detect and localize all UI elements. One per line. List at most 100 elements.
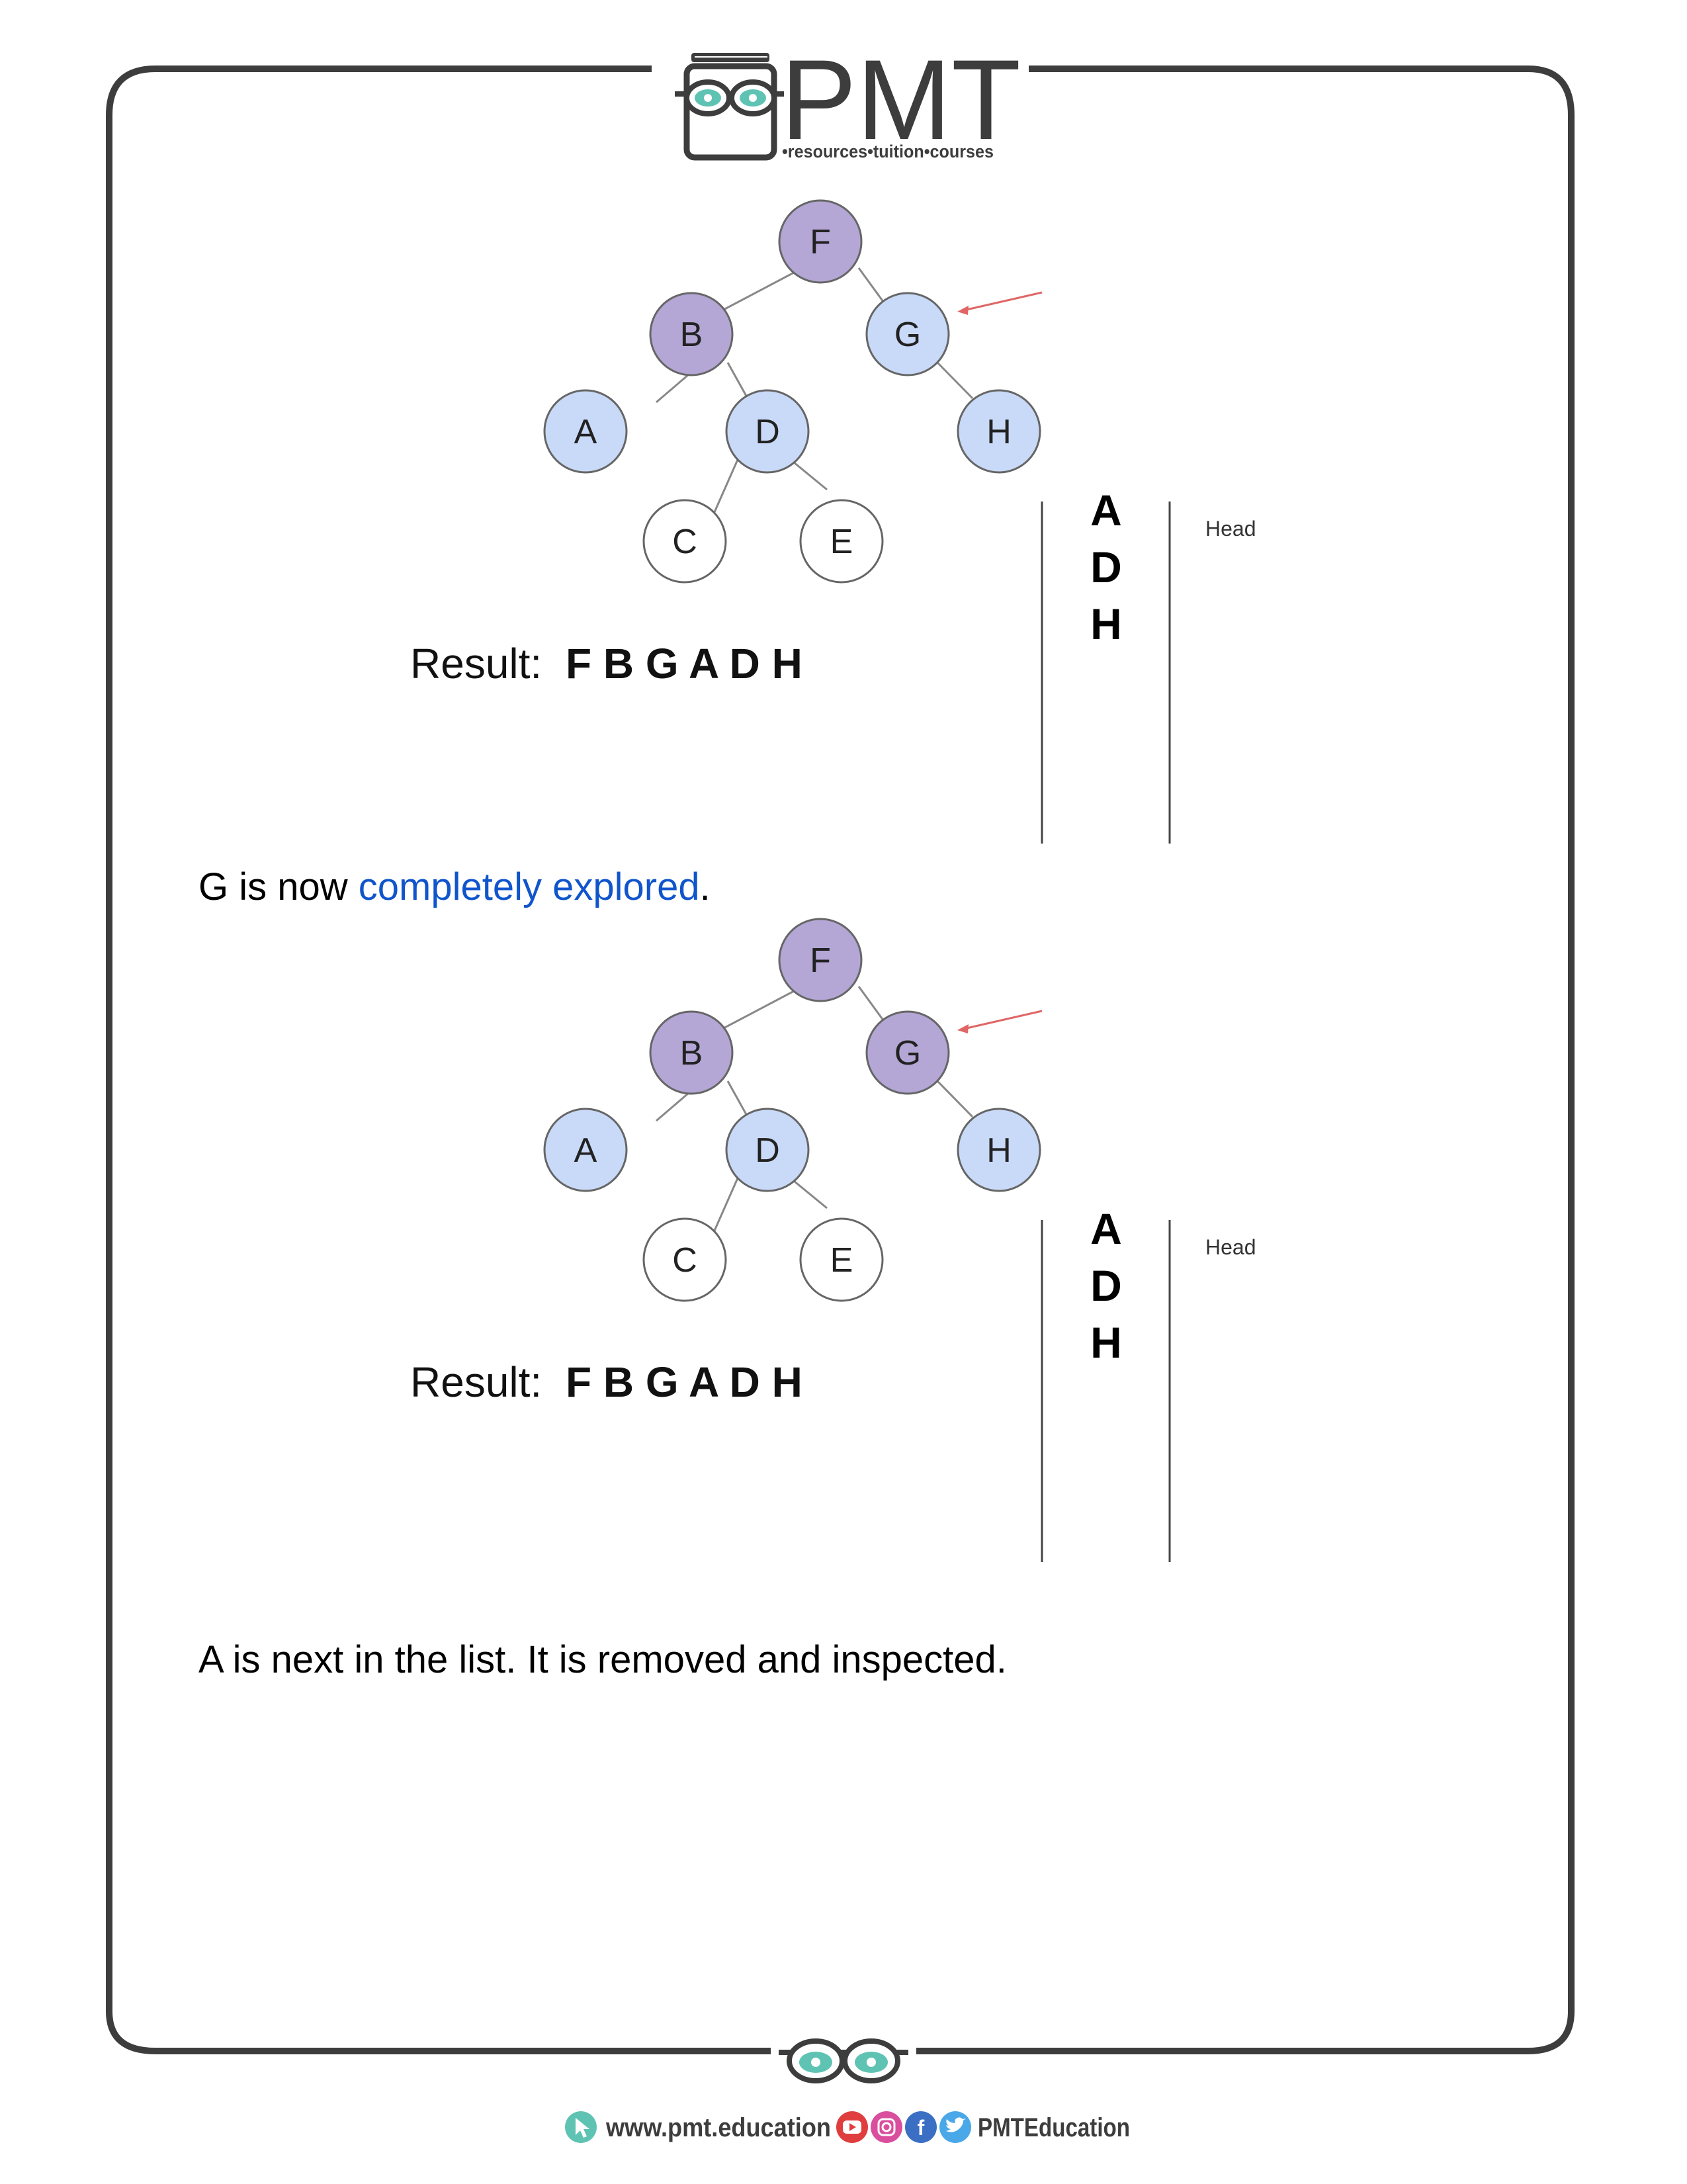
node-g-label: G: [894, 316, 921, 354]
tree-2: F B G A D H C: [410, 918, 1256, 1562]
queue-head-label: Head: [1205, 517, 1256, 541]
node-a-circle: [543, 389, 628, 474]
queue-item: D: [1090, 543, 1122, 591]
edge-g-h: [936, 1080, 974, 1118]
result-value: F B G A D H: [566, 1358, 802, 1406]
node-d-label: D: [755, 1131, 780, 1170]
node-f-circle: [778, 199, 863, 284]
edge-f-g: [857, 986, 887, 1024]
tree-node: E: [799, 1217, 884, 1302]
tree-node: B: [649, 1010, 734, 1095]
node-d-circle: [725, 1108, 810, 1192]
footer: www.pmt.education f: [562, 2107, 1158, 2147]
node-a-circle: [543, 1108, 628, 1192]
node-g-circle: [865, 1010, 950, 1095]
queue-item: H: [1090, 1318, 1122, 1367]
node-d-circle: [725, 389, 810, 474]
node-e-label: E: [830, 1241, 853, 1280]
tree-node: C: [642, 499, 727, 584]
node-c-circle: [642, 499, 727, 584]
social-links: f: [836, 2111, 971, 2143]
tree-node: F: [778, 918, 863, 1002]
node-d-label: D: [755, 413, 780, 451]
tree-node: A: [543, 1108, 628, 1192]
tree-node: H: [957, 1108, 1041, 1192]
bfs-diagram-2: F B G A D H C: [370, 904, 1297, 1579]
footer-glasses-icon: [771, 2038, 916, 2083]
red-pointer-arrow: [957, 1010, 1043, 1033]
edge-b-d: [726, 362, 749, 399]
paragraph-a-next: A is next in the list. It is removed and…: [198, 1638, 1007, 1681]
queue-item: D: [1090, 1261, 1122, 1310]
node-c-label: C: [672, 523, 697, 561]
node-e-circle: [799, 1217, 884, 1302]
brand-name: PMT: [781, 40, 1021, 163]
node-b-label: B: [680, 1034, 703, 1072]
twitter-icon[interactable]: [939, 2111, 971, 2143]
result-label: Result:: [410, 640, 542, 687]
queue-item: A: [1090, 486, 1122, 535]
queue-item: A: [1090, 1204, 1122, 1253]
edge-d-c: [713, 1173, 741, 1231]
edge-d-c: [713, 455, 741, 513]
node-g-label: G: [894, 1034, 921, 1072]
node-f-circle: [778, 918, 863, 1002]
node-f-label: F: [810, 223, 831, 261]
tree-node: D: [725, 1108, 810, 1192]
node-a-label: A: [574, 1131, 597, 1170]
instagram-icon[interactable]: [871, 2111, 902, 2143]
tree-node: G: [865, 292, 950, 376]
social-handle[interactable]: PMTEducation: [978, 2113, 1130, 2142]
tree-node: F: [778, 199, 863, 284]
node-h-label: H: [986, 413, 1012, 451]
result-value: F B G A D H: [566, 640, 802, 687]
facebook-icon[interactable]: f: [905, 2111, 937, 2143]
node-b-circle: [649, 292, 734, 376]
bfs-diagram-1: F B G A D H C: [370, 185, 1297, 860]
node-b-circle: [649, 1010, 734, 1095]
tree-node: D: [725, 389, 810, 474]
tree-node: E: [799, 499, 884, 584]
node-c-label: C: [672, 1241, 697, 1280]
node-a-label: A: [574, 413, 597, 451]
node-h-circle: [957, 1108, 1041, 1192]
queue-item: H: [1090, 599, 1122, 648]
result-line: Result: F B G A D H: [410, 1358, 802, 1406]
red-pointer-arrow: [957, 291, 1043, 315]
paragraph-g-explored: G is now completely explored.: [198, 868, 711, 906]
node-g-circle: [865, 292, 950, 376]
youtube-icon[interactable]: [836, 2111, 868, 2143]
glasses-icon: [675, 79, 784, 116]
highlighted-term: completely explored: [358, 865, 700, 908]
paragraph-text: G is now: [198, 865, 359, 908]
node-h-circle: [957, 389, 1041, 474]
node-c-circle: [642, 1217, 727, 1302]
paragraph-end: .: [699, 865, 711, 908]
brand-tagline: •resources•tuition•courses: [782, 142, 994, 161]
tree-node: A: [543, 389, 628, 474]
node-e-circle: [799, 499, 884, 584]
tree-node: H: [957, 389, 1041, 474]
queue-head-label: Head: [1205, 1235, 1256, 1259]
tree-node: C: [642, 1217, 727, 1302]
website-url[interactable]: www.pmt.education: [605, 2113, 831, 2142]
website-link[interactable]: www.pmt.education: [565, 2111, 831, 2143]
queue-1: A D H Head: [1041, 486, 1256, 844]
book-icon: [683, 53, 777, 161]
edge-g-h: [936, 361, 974, 400]
edge-b-d: [726, 1080, 749, 1117]
queue-2: A D H Head: [1041, 1204, 1256, 1562]
node-h-label: H: [986, 1131, 1012, 1170]
result-label: Result:: [410, 1358, 542, 1406]
tree-1: F B G A D H C: [410, 199, 1256, 844]
node-f-label: F: [810, 941, 831, 980]
node-b-label: B: [680, 316, 703, 354]
svg-text:f: f: [918, 2116, 925, 2140]
result-line: Result: F B G A D H: [410, 640, 802, 687]
header-logo[interactable]: PMT •resources•tuition•courses: [668, 40, 1039, 165]
edge-f-g: [857, 267, 887, 305]
node-e-label: E: [830, 523, 853, 561]
tree-node: G: [865, 1010, 950, 1095]
tree-node: B: [649, 292, 734, 376]
